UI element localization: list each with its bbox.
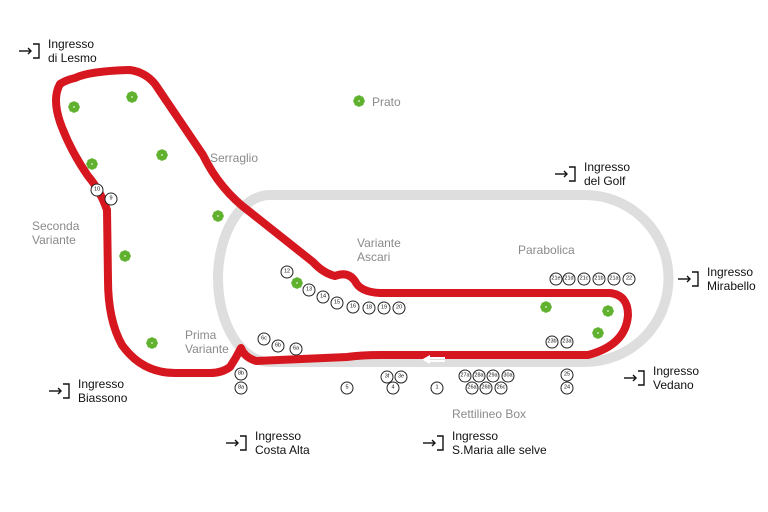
entrance-label: Ingresso Vedano bbox=[653, 364, 700, 392]
clover-icon bbox=[353, 95, 365, 107]
stand-18[interactable]: 18 bbox=[362, 301, 376, 315]
entrance-label: Ingresso Biassono bbox=[78, 377, 128, 405]
entrance-biassono[interactable]: Ingresso Biassono bbox=[48, 377, 127, 405]
clover-icon bbox=[119, 250, 131, 262]
stand-21e[interactable]: 21e bbox=[549, 272, 563, 286]
entrance-arrow-icon bbox=[555, 166, 576, 182]
entrance-arrow-icon bbox=[624, 370, 645, 386]
clover-icon bbox=[68, 101, 80, 113]
entrance-label: Ingresso Mirabello bbox=[707, 265, 756, 293]
stand-9[interactable]: 9 bbox=[104, 192, 118, 206]
stand-19[interactable]: 19 bbox=[377, 301, 391, 315]
entrance-arrow-icon bbox=[226, 435, 247, 451]
stand-20[interactable]: 20 bbox=[392, 301, 406, 315]
stand-28a[interactable]: 28a bbox=[472, 369, 486, 383]
stand-21d[interactable]: 21d bbox=[562, 272, 576, 286]
entrance-costa-alta[interactable]: Ingresso Costa Alta bbox=[225, 429, 310, 457]
stand-6c[interactable]: 6c bbox=[257, 332, 271, 346]
entrance-vedano[interactable]: Ingresso Vedano bbox=[623, 364, 699, 392]
stand-12[interactable]: 12 bbox=[280, 265, 294, 279]
clover-icon bbox=[156, 149, 168, 161]
entrance-arrow-icon bbox=[423, 435, 444, 451]
entrance-lesmo[interactable]: Ingresso di Lesmo bbox=[18, 37, 97, 65]
stand-29a[interactable]: 29a bbox=[486, 369, 500, 383]
entrance-mirabello[interactable]: Ingresso Mirabello bbox=[677, 265, 756, 293]
stand-1[interactable]: 1 bbox=[430, 381, 444, 395]
entrance-label: Ingresso Costa Alta bbox=[255, 429, 310, 457]
stand-3e[interactable]: 3e bbox=[394, 370, 408, 384]
clover-icon bbox=[212, 210, 224, 222]
clover-icon bbox=[146, 337, 158, 349]
stand-23b[interactable]: 23b bbox=[545, 335, 559, 349]
entrance-arrow-icon bbox=[19, 43, 40, 59]
main-circuit-track bbox=[52, 66, 632, 377]
area-label-rettilineo-box: Rettilineo Box bbox=[452, 407, 527, 421]
area-label-prima-variante: Prima Variante bbox=[185, 328, 229, 356]
area-label-seconda-variante: Seconda Variante bbox=[32, 219, 80, 247]
entrance-s-maria[interactable]: Ingresso S.Maria alle selve bbox=[422, 429, 547, 457]
stand-16[interactable]: 16 bbox=[346, 300, 360, 314]
stand-26b[interactable]: 26b bbox=[479, 381, 493, 395]
stand-27a[interactable]: 27a bbox=[458, 369, 472, 383]
entrance-golf[interactable]: Ingresso del Golf bbox=[554, 160, 630, 188]
area-label-parabolica: Parabolica bbox=[518, 243, 575, 257]
stand-26a[interactable]: 26a bbox=[465, 381, 479, 395]
stand-30a[interactable]: 30a bbox=[501, 369, 515, 383]
stand-21c[interactable]: 21c bbox=[577, 272, 591, 286]
stand-8a[interactable]: 8a bbox=[234, 381, 248, 395]
clover-icon bbox=[126, 91, 138, 103]
stand-6b[interactable]: 6b bbox=[271, 339, 285, 353]
stand-8b[interactable]: 8b bbox=[234, 367, 248, 381]
stand-4[interactable]: 4 bbox=[386, 381, 400, 395]
stand-21b[interactable]: 21b bbox=[592, 272, 606, 286]
area-label-prato: Prato bbox=[372, 95, 401, 109]
clover-icon bbox=[592, 327, 604, 339]
pit-arrow-icon bbox=[422, 355, 445, 364]
clover-icon bbox=[540, 301, 552, 313]
stand-21a[interactable]: 21a bbox=[607, 272, 621, 286]
stand-22[interactable]: 22 bbox=[622, 272, 636, 286]
stand-6a[interactable]: 6a bbox=[289, 342, 303, 356]
entrance-label: Ingresso del Golf bbox=[584, 160, 631, 188]
area-label-serraglio: Serraglio bbox=[210, 151, 259, 165]
entrance-arrow-icon bbox=[678, 271, 699, 287]
stand-15[interactable]: 15 bbox=[330, 296, 344, 310]
stand-26c[interactable]: 26c bbox=[494, 381, 508, 395]
area-label-variante-ascari: Variante Ascari bbox=[357, 236, 401, 264]
clover-icon bbox=[291, 277, 303, 289]
entrance-label: Ingresso di Lesmo bbox=[48, 37, 97, 65]
clover-icon bbox=[86, 158, 98, 170]
stand-25[interactable]: 25 bbox=[560, 368, 574, 382]
entrance-arrow-icon bbox=[49, 383, 70, 399]
outer-ring-track bbox=[213, 190, 674, 367]
stand-10[interactable]: 10 bbox=[90, 183, 104, 197]
stand-24[interactable]: 24 bbox=[560, 381, 574, 395]
stand-5[interactable]: 5 bbox=[340, 381, 354, 395]
clover-icon bbox=[602, 305, 614, 317]
stand-13[interactable]: 13 bbox=[302, 283, 316, 297]
stand-23a[interactable]: 23a bbox=[560, 335, 574, 349]
stand-14[interactable]: 14 bbox=[316, 290, 330, 304]
entrance-label: Ingresso S.Maria alle selve bbox=[452, 429, 547, 457]
